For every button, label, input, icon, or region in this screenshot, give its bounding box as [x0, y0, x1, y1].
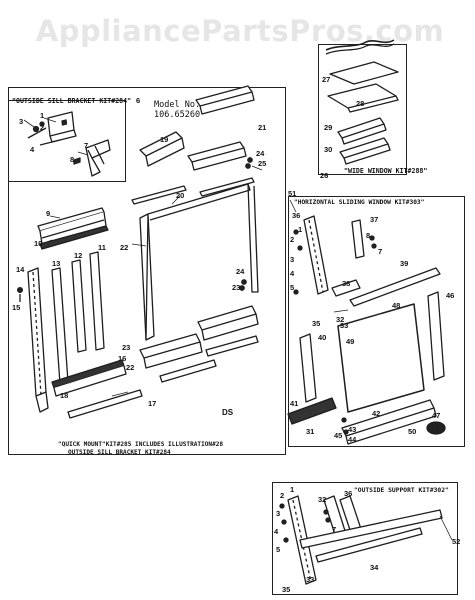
reference-code: DS — [222, 408, 234, 417]
horizontal-sliding-kit-parts — [287, 215, 446, 445]
outside-support-kit-frame — [272, 482, 458, 595]
outside-sill-kit-label: "OUTSIDE SILL BRACKET KIT#284" — [12, 97, 132, 105]
part-number-10: 10 — [34, 239, 43, 248]
part-number-16: 16 — [118, 354, 127, 363]
part-number-35: 35 — [312, 319, 321, 328]
part-number-27: 27 — [322, 75, 331, 84]
part-number-22: 22 — [120, 243, 129, 252]
part-number-26: 26 — [320, 171, 329, 180]
quick-mount-kit-label-line1: "QUICK MOUNT"KIT#285 INCLUDES ILLUSTRATI… — [58, 441, 224, 448]
part-number-14: 14 — [16, 265, 25, 274]
support-part-number-2: 2 — [280, 491, 285, 500]
part-number-20: 20 — [176, 191, 185, 200]
quick-mount-kit-label-line2: OUTSIDE SILL BRACKET KIT#284 — [68, 449, 171, 456]
part-number-37: 37 — [370, 215, 379, 224]
sliding-part-number-2: 2 — [290, 235, 295, 244]
sliding-part-number-4: 4 — [290, 269, 295, 278]
part-number-8: 8 — [70, 155, 75, 164]
part-number-31: 31 — [306, 427, 315, 436]
part-number-40: 40 — [318, 333, 327, 342]
part-number-45: 45 — [334, 431, 343, 440]
outside-sill-kit-inset — [8, 100, 126, 182]
part-number-42: 42 — [372, 409, 381, 418]
part-number-12: 12 — [74, 251, 83, 260]
support-part-number-5: 5 — [276, 545, 281, 554]
part-number-25: 25 — [258, 159, 267, 168]
part-number-46: 46 — [446, 291, 455, 300]
support-part-number-34: 34 — [370, 563, 379, 572]
model-number-value: 106.65260 — [154, 110, 201, 121]
support-part-number-7: 7 — [332, 525, 337, 534]
outside-support-kit-label: "OUTSIDE SUPPORT KIT#302" — [354, 487, 449, 494]
sliding-part-number-5: 5 — [290, 283, 295, 292]
part-number-3: 3 — [19, 117, 24, 126]
part-number-21: 21 — [258, 123, 267, 132]
part-number-48: 48 — [392, 301, 401, 310]
sliding-part-number-8: 8 — [366, 231, 371, 240]
part-number-43: 43 — [348, 425, 357, 434]
sliding-part-number-7: 7 — [378, 247, 383, 256]
part-number-11: 11 — [98, 243, 106, 252]
part-number-33: 33 — [340, 321, 349, 330]
part-number-49: 49 — [346, 337, 355, 346]
part-number-9: 9 — [46, 209, 51, 218]
part-number-44: 44 — [348, 435, 357, 444]
part-number-30: 30 — [324, 145, 333, 154]
outside-support-kit-parts — [279, 495, 443, 585]
wide-window-kit-parts — [325, 39, 399, 165]
part-number-13: 13 — [52, 259, 61, 268]
part-number-38: 38 — [342, 279, 351, 288]
part-number-52: 52 — [452, 537, 461, 546]
part-number-7: 7 — [84, 141, 89, 150]
horizontal-sliding-kit-label: "HORIZONTAL SLIDING WINDOW KIT#303" — [294, 199, 425, 206]
sill-bracket-part — [27, 111, 111, 177]
left-side-channels — [16, 207, 143, 419]
part-number-39: 39 — [400, 259, 409, 268]
part-number-41: 41 — [290, 399, 299, 408]
model-number-caption: Model No. — [154, 100, 201, 110]
horizontal-sliding-kit-frame — [288, 196, 465, 447]
wide-window-kit-frame — [318, 44, 407, 175]
part-number-2: 2 — [40, 123, 45, 132]
part-number-23-right: 23 — [232, 283, 241, 292]
part-number-29: 29 — [324, 123, 333, 132]
support-part-number-35: 35 — [282, 585, 291, 594]
support-part-number-36: 36 — [344, 489, 353, 498]
part-number-18: 18 — [60, 391, 69, 400]
leader-lines — [23, 117, 453, 541]
part-number-24-right: 24 — [236, 267, 245, 276]
support-part-number-32: 32 — [318, 495, 327, 504]
part-number-22-lower: 22 — [126, 363, 135, 372]
wide-window-kit-label: "WIDE WINDOW KIT#288" — [344, 167, 428, 175]
main-assembly-frame — [8, 87, 286, 455]
support-part-number-1: 1 — [290, 485, 295, 494]
part-number-15: 15 — [12, 303, 21, 312]
watermark: AppliancePartsPros.com — [35, 14, 445, 48]
support-part-number-3: 3 — [276, 509, 281, 518]
part-number-1: 1 — [40, 111, 45, 120]
part-number-36: 36 — [292, 211, 301, 220]
part-number-50: 50 — [408, 427, 417, 436]
support-part-number-33: 33 — [306, 575, 315, 584]
part-number-24: 24 — [256, 149, 265, 158]
part-number-19: 19 — [160, 135, 169, 144]
sliding-part-number-3: 3 — [290, 255, 295, 264]
part-number-4: 4 — [30, 145, 35, 154]
sliding-part-number-1: 1 — [298, 225, 303, 234]
part-number-28: 28 — [356, 99, 365, 108]
part-number-32: 32 — [336, 315, 345, 324]
part-number-17: 17 — [148, 399, 157, 408]
part-number-51: 51 — [288, 189, 297, 198]
part-number-6: 6 — [136, 96, 141, 105]
model-number: Model No. 106.65260 — [154, 100, 200, 120]
central-frame — [131, 85, 259, 383]
support-part-number-4: 4 — [274, 527, 279, 536]
part-number-23: 23 — [122, 343, 131, 352]
part-number-47: 47 — [432, 411, 441, 420]
